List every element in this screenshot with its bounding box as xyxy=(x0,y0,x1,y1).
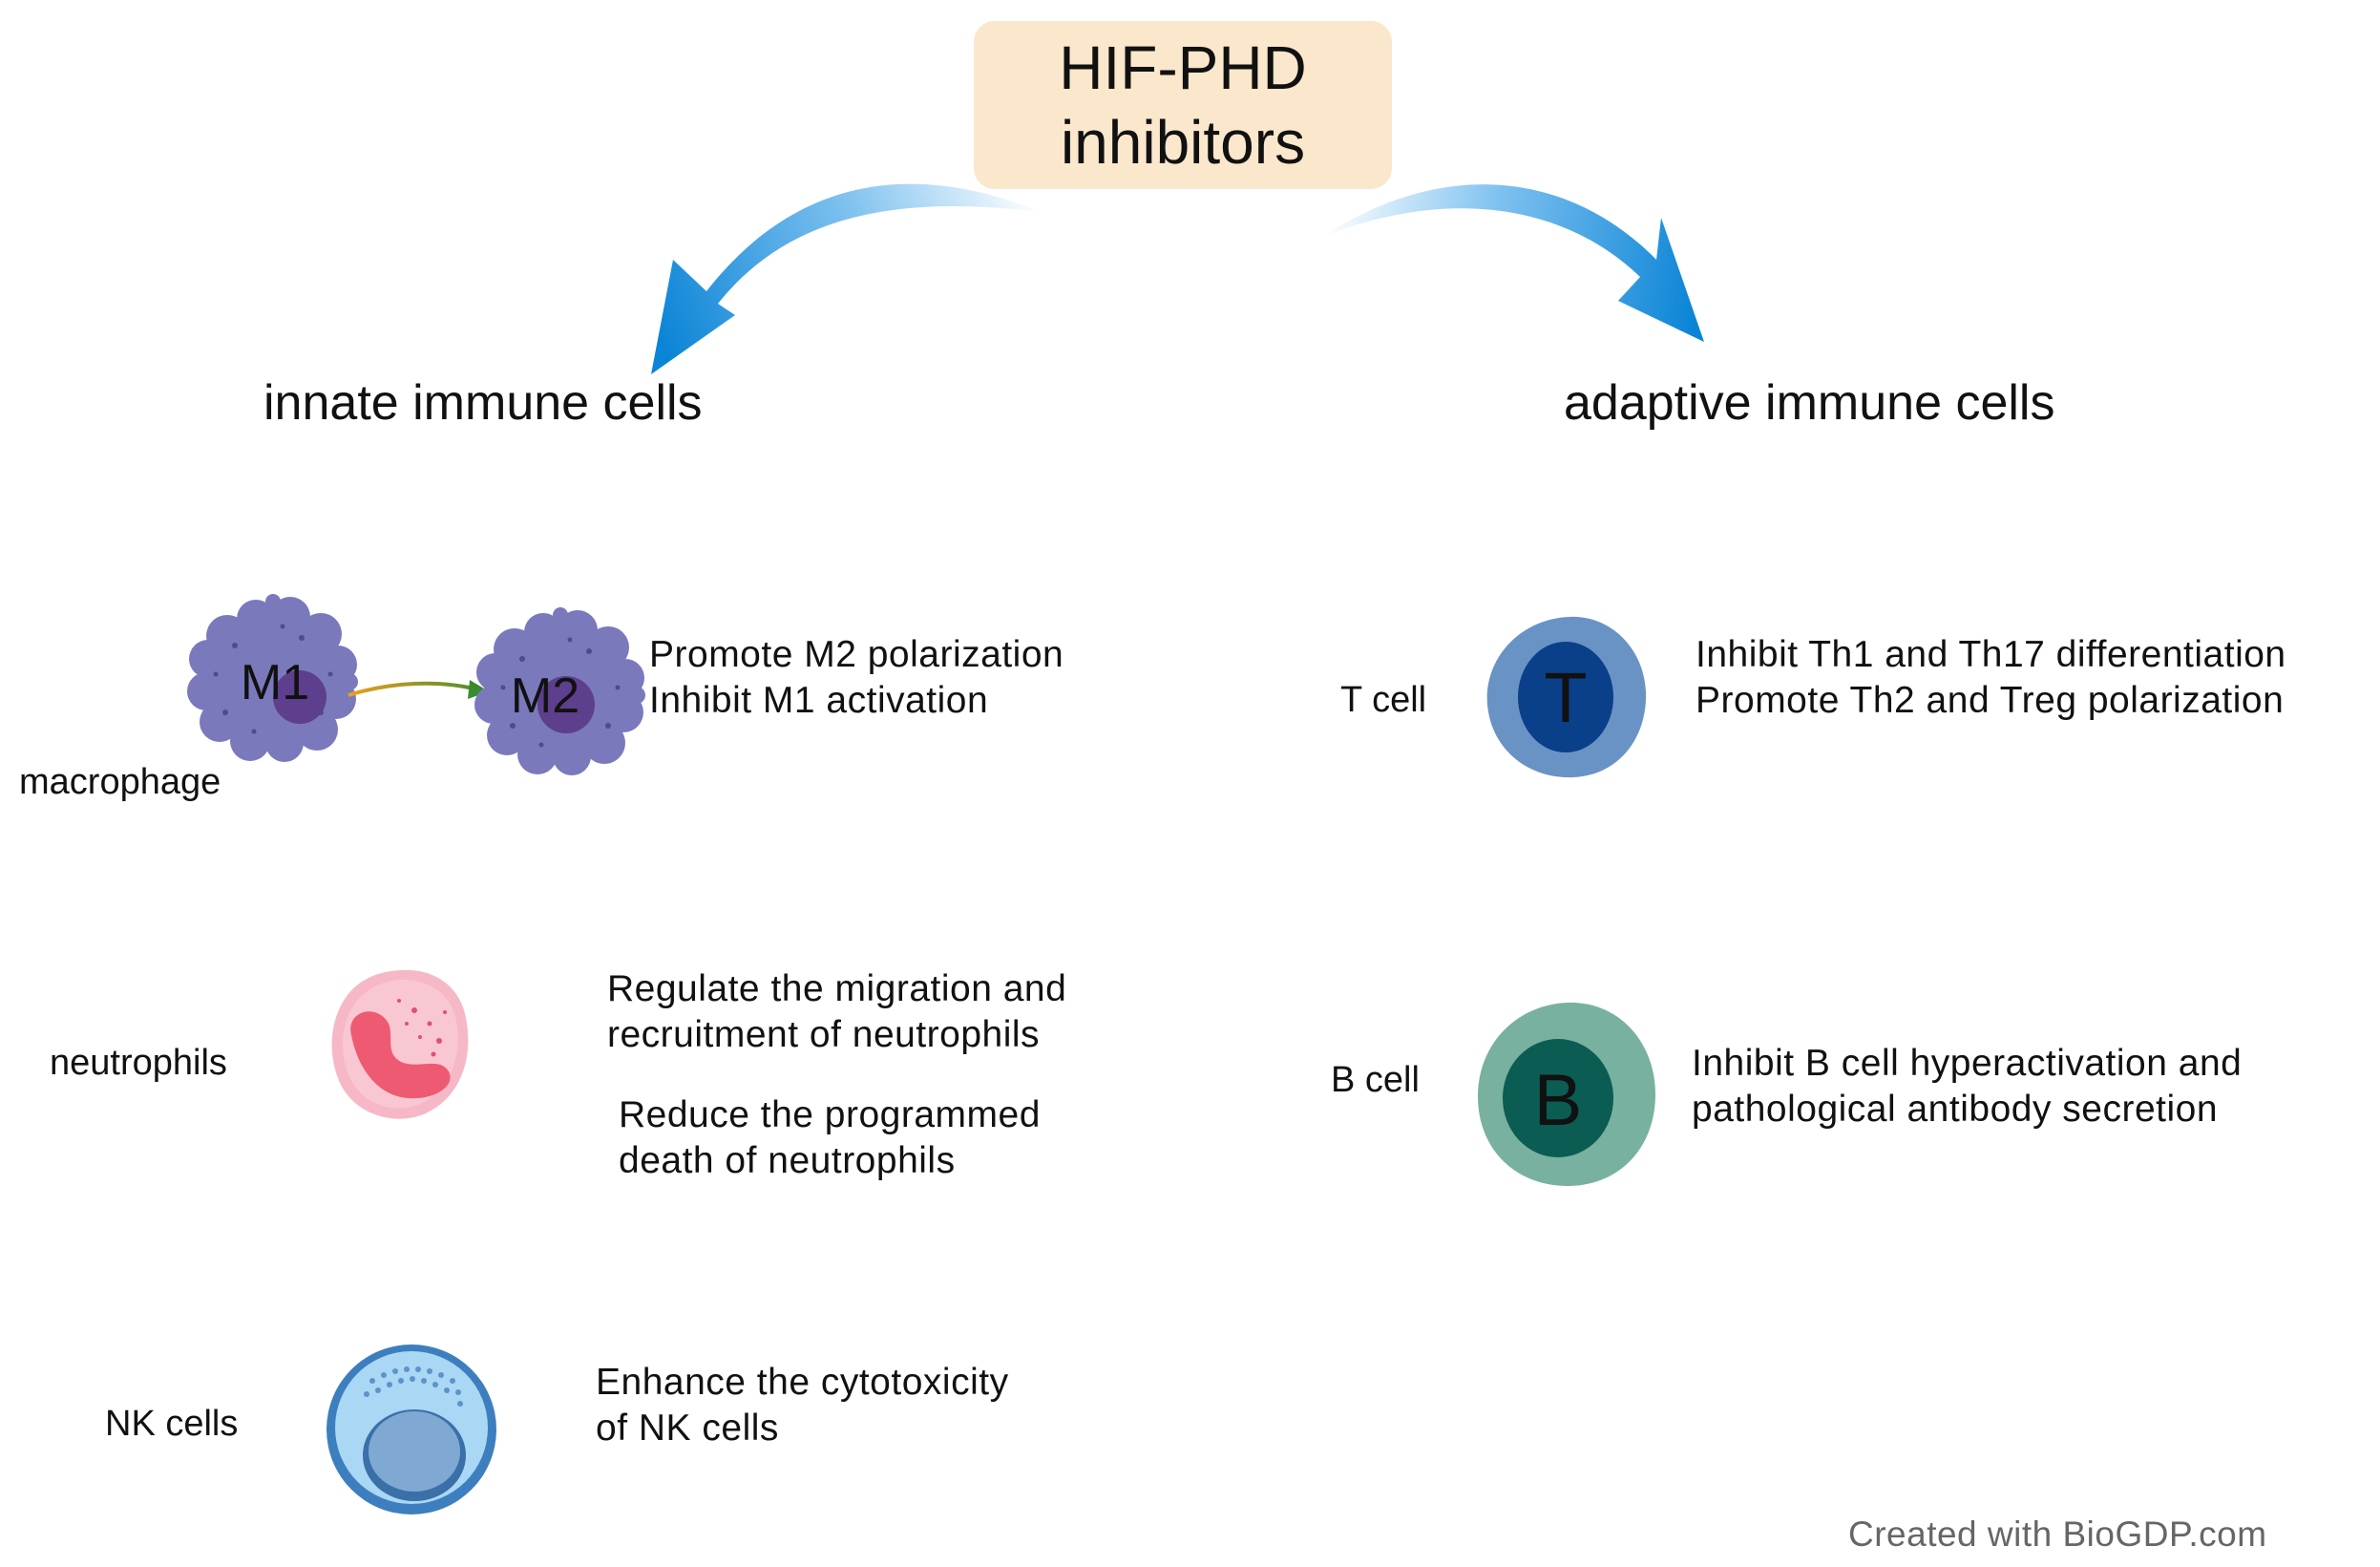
b-cell-icon: B xyxy=(1478,1002,1655,1186)
credit-text: Created with BioGDP.com xyxy=(1848,1514,2267,1554)
nk-desc-line-2: of NK cells xyxy=(596,1408,779,1449)
t-cell-label: T cell xyxy=(1340,680,1427,720)
neutrophils-desc-1-line-1: Regulate the migration and xyxy=(607,968,1067,1009)
macrophage-desc-line-2: Inhibit M1 activation xyxy=(649,680,989,721)
innate-heading: innate immune cells xyxy=(263,375,703,431)
neutrophils-description-2: Reduce the programmed death of neutrophi… xyxy=(619,1092,1041,1184)
title-box: HIF-PHD inhibitors xyxy=(974,21,1392,189)
t-cell-desc-line-2: Promote Th2 and Treg polarization xyxy=(1695,680,2285,721)
neutrophils-desc-2-line-2: death of neutrophils xyxy=(619,1140,956,1181)
m2-letter: M2 xyxy=(511,668,579,724)
macrophage-icon: M1 xyxy=(187,594,358,762)
t-cell-icon: T xyxy=(1486,616,1647,778)
b-cell-label: B cell xyxy=(1331,1060,1420,1100)
t-cell-letter: T xyxy=(1544,658,1587,737)
m1-letter: M1 xyxy=(241,655,309,710)
b-cell-description: Inhibit B cell hyperactivation and patho… xyxy=(1692,1041,2242,1133)
title-line-2: inhibitors xyxy=(1060,108,1306,177)
macrophage-m2-icon: M2 xyxy=(474,607,645,775)
nk-cell-icon xyxy=(326,1345,496,1514)
t-cell-desc-line-1: Inhibit Th1 and Th17 differentiation xyxy=(1695,634,2286,675)
b-cell-letter: B xyxy=(1534,1060,1583,1141)
m1-to-m2-arrow xyxy=(348,680,489,699)
left-arrow xyxy=(651,183,1041,374)
macrophage-description: Promote M2 polarization Inhibit M1 activ… xyxy=(649,632,1064,724)
b-cell-desc-line-1: Inhibit B cell hyperactivation and xyxy=(1692,1043,2243,1084)
neutrophils-label: neutrophils xyxy=(50,1043,227,1083)
nk-description: Enhance the cytotoxicity of NK cells xyxy=(596,1360,1009,1451)
title-line-1: HIF-PHD xyxy=(1059,33,1307,102)
nk-desc-line-1: Enhance the cytotoxicity xyxy=(596,1362,1009,1403)
neutrophil-icon xyxy=(331,969,469,1119)
b-cell-desc-line-2: pathological antibody secretion xyxy=(1692,1089,2219,1130)
right-arrow xyxy=(1322,184,1704,342)
t-cell-description: Inhibit Th1 and Th17 differentiation Pro… xyxy=(1695,632,2286,724)
neutrophils-desc-1-line-2: recruitment of neutrophils xyxy=(607,1014,1041,1055)
nk-cells-label: NK cells xyxy=(105,1404,239,1444)
macrophage-desc-line-1: Promote M2 polarization xyxy=(649,634,1064,675)
neutrophils-desc-2-line-1: Reduce the programmed xyxy=(619,1094,1041,1135)
neutrophils-description-1: Regulate the migration and recruitment o… xyxy=(607,966,1066,1058)
macrophage-label: macrophage xyxy=(19,762,221,802)
adaptive-heading: adaptive immune cells xyxy=(1564,375,2055,431)
